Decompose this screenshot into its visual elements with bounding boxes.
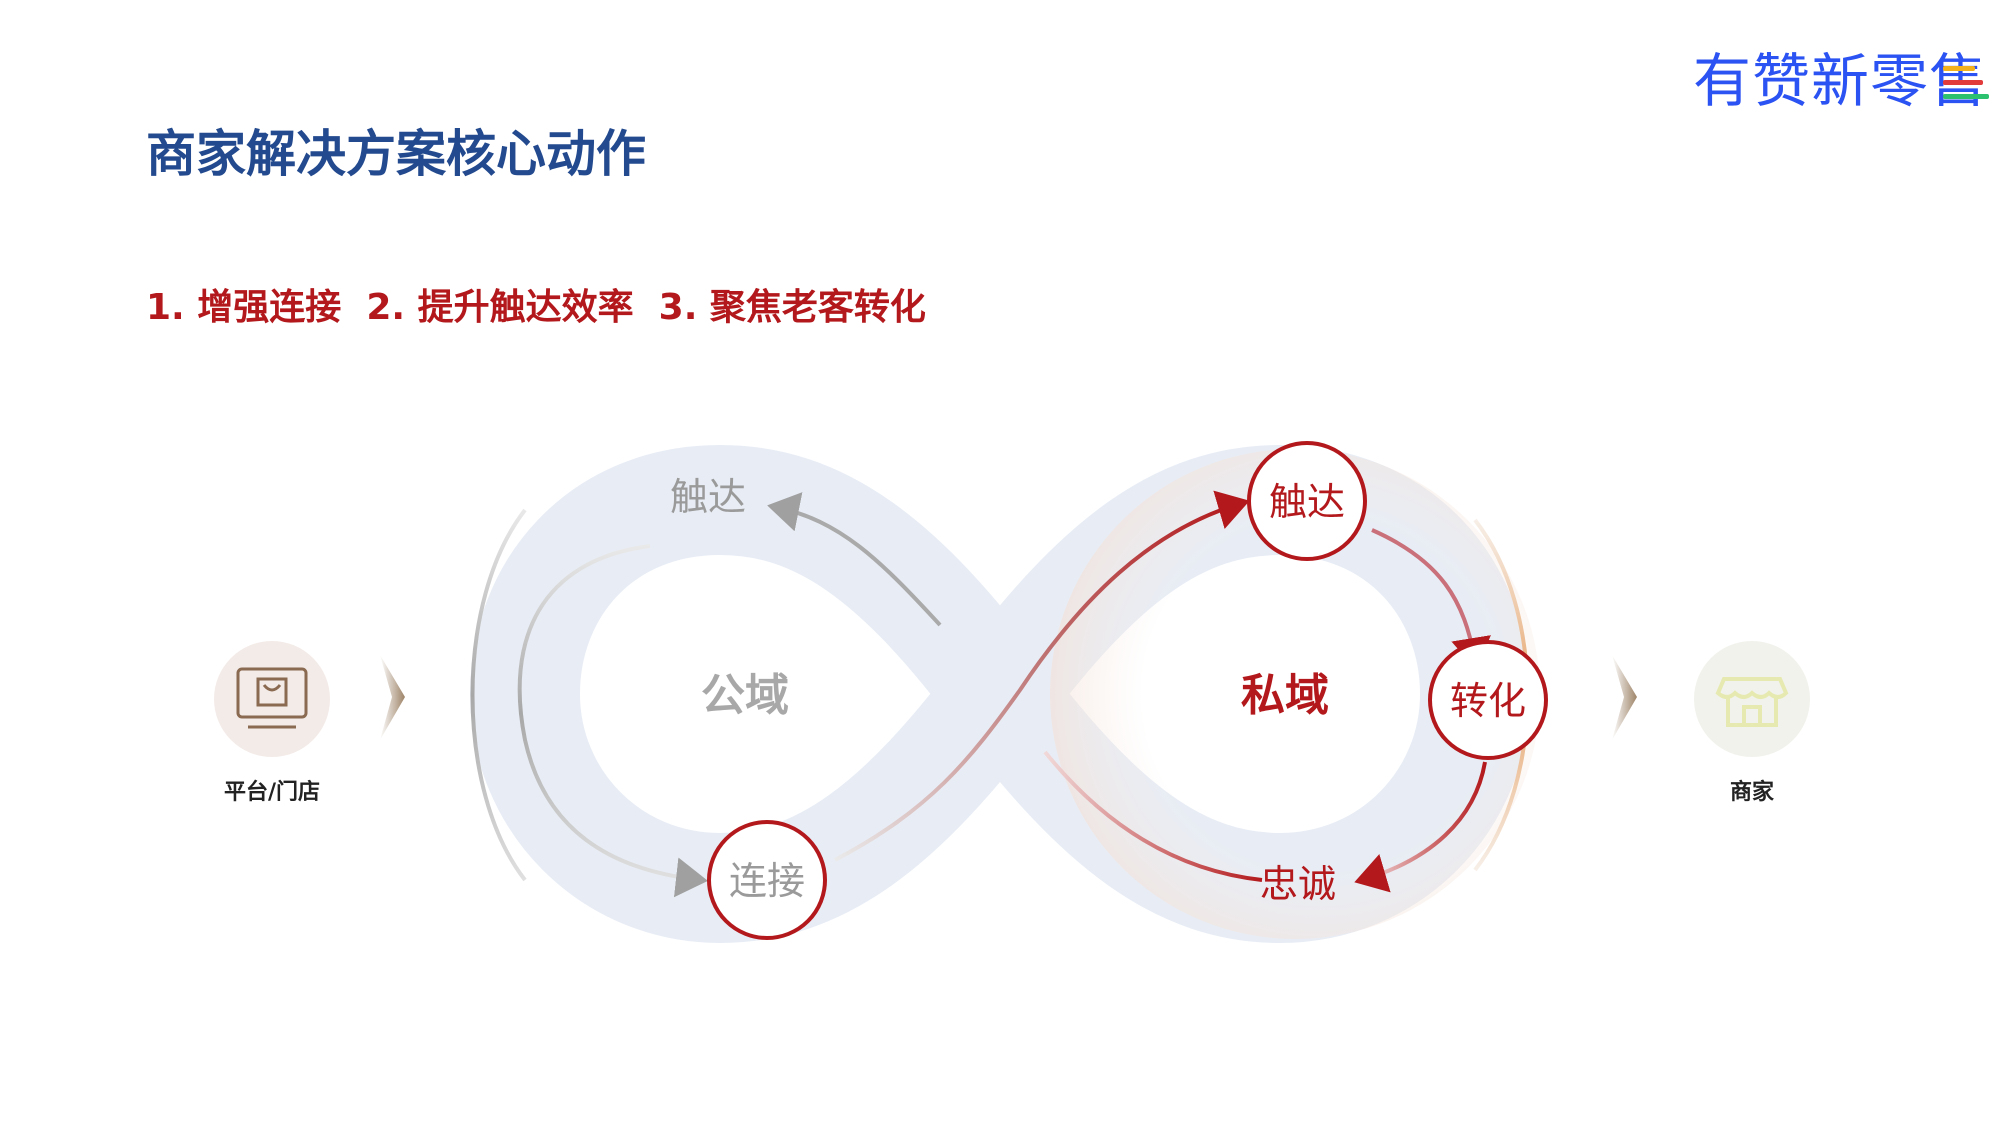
private-reach-node-circle: [1247, 441, 1367, 561]
public-connect-node-circle: [707, 820, 827, 940]
platform-store-icon-circle: [214, 641, 330, 757]
loyalty-return-arrow: [1043, 750, 1263, 882]
private-loyalty-label: 忠诚: [1260, 862, 1336, 906]
shopping-bag-monitor-icon: [236, 667, 308, 729]
reach-to-convert-arrow: [1371, 528, 1491, 670]
page-title: 商家解决方案核心动作: [146, 125, 646, 183]
key-actions-subtitle: 1. 增强连接 2. 提升触达效率 3. 聚焦老客转化: [146, 287, 926, 328]
public-connect-label: 连接: [729, 859, 805, 903]
private-convert-node-circle: [1428, 640, 1548, 760]
left-chevron: [380, 655, 405, 740]
brand-logo-bars: [1943, 66, 1991, 110]
public-domain-label: 公域: [701, 670, 789, 721]
private-convert-label: 转化: [1450, 679, 1526, 723]
platform-store-label: 平台/门店: [223, 780, 321, 805]
logo-bar-red: [1943, 80, 1983, 85]
public-domain-edge: [470, 508, 527, 882]
right-chevron: [1612, 655, 1637, 740]
convert-to-loyalty-arrow: [1354, 761, 1487, 893]
logo-bar-yellow: [1943, 66, 1975, 71]
logo-bar-green: [1943, 94, 1989, 99]
connect-to-private-reach-arrow: [834, 490, 1250, 862]
private-domain-glow: [1050, 449, 1540, 939]
private-domain-label: 私域: [1241, 670, 1329, 721]
public-arrow-to-reach: [767, 492, 942, 627]
public-reach-label: 触达: [670, 475, 746, 519]
public-arrow-to-connect: [517, 544, 708, 898]
storefront-icon: [1715, 677, 1789, 727]
merchant-label: 商家: [1729, 780, 1774, 805]
brand-logo: 有赞新零售: [1693, 47, 1989, 115]
private-reach-label: 触达: [1269, 480, 1345, 524]
merchant-icon-circle: [1694, 641, 1810, 757]
